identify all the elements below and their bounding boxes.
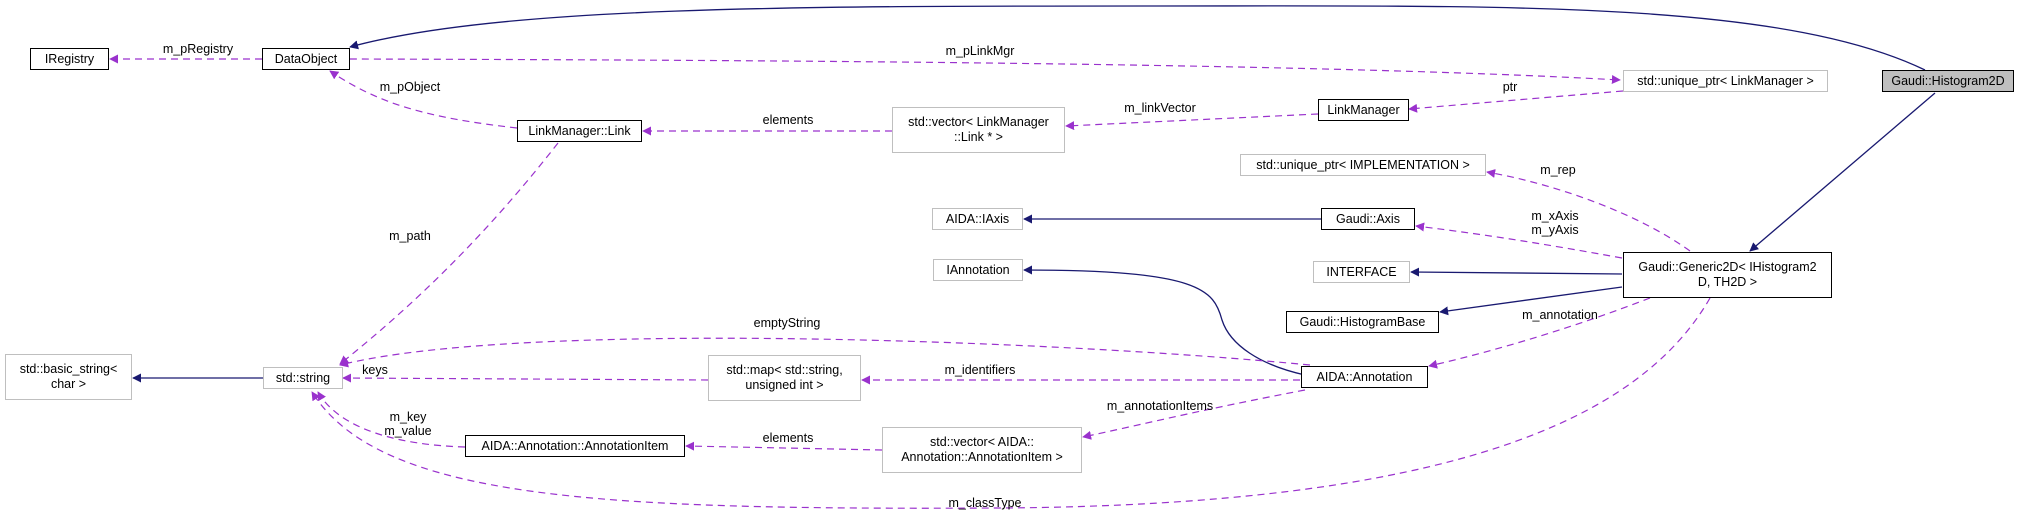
edge-generic2d-to-aida-annotation [1428, 297, 1651, 369]
node-label: LinkManager [1327, 102, 1400, 117]
node-label: std::unique_ptr< IMPLEMENTATION > [1256, 157, 1470, 172]
label-m-xaxis-m-yaxis: m_xAxis m_yAxis [1531, 209, 1579, 237]
node-std-vector-link[interactable]: std::vector< LinkManager ::Link * > [892, 107, 1065, 153]
node-iannotation[interactable]: IAnnotation [933, 259, 1023, 281]
edge-generic2d-to-gaudi-axis [1415, 222, 1623, 259]
node-std-unique-ptr-linkmanager[interactable]: std::unique_ptr< LinkManager > [1623, 70, 1828, 92]
node-label: AIDA::Annotation::AnnotationItem [481, 438, 669, 453]
label-m-pobject: m_pObject [379, 80, 441, 94]
node-label: LinkManager::Link [528, 123, 631, 138]
edge-generic2d-to-string-classtype [311, 297, 1711, 509]
node-label: std::basic_string< char > [19, 362, 118, 391]
node-label: DataObject [274, 51, 338, 66]
node-label: AIDA::IAxis [945, 211, 1010, 226]
node-std-vector-annotation-item[interactable]: std::vector< AIDA:: Annotation::Annotati… [882, 427, 1082, 473]
node-std-unique-ptr-implementation[interactable]: std::unique_ptr< IMPLEMENTATION > [1240, 154, 1486, 176]
edge-link-to-dataobject [329, 70, 518, 129]
node-dataobject[interactable]: DataObject [262, 48, 350, 70]
node-aida-iaxis[interactable]: AIDA::IAxis [932, 208, 1023, 230]
label-elements-item: elements [762, 431, 814, 445]
node-label: Gaudi::HistogramBase [1299, 314, 1426, 329]
node-std-basic-string[interactable]: std::basic_string< char > [5, 354, 132, 400]
label-emptystring: emptyString [753, 316, 821, 330]
edge-generic2d-to-unique-ptr-impl [1486, 168, 1691, 252]
label-m-identifiers: m_identifiers [944, 363, 1016, 377]
node-gaudi-generic2d[interactable]: Gaudi::Generic2D< IHistogram2 D, TH2D > [1623, 252, 1832, 298]
edge-linkmanager-to-vector-link [1065, 113, 1319, 131]
node-interface[interactable]: INTERFACE [1313, 261, 1410, 283]
edge-annotation-item-to-string [317, 391, 466, 448]
label-m-rep: m_rep [1540, 163, 1576, 177]
node-label: std::map< std::string, unsigned int > [726, 363, 843, 392]
node-label: std::unique_ptr< LinkManager > [1637, 73, 1814, 88]
label-m-annotationitems: m_annotationItems [1106, 399, 1214, 413]
label-elements-link: elements [762, 113, 814, 127]
label-m-path: m_path [389, 229, 431, 243]
label-m-annotation: m_annotation [1522, 308, 1598, 322]
node-label: std::vector< AIDA:: Annotation::Annotati… [901, 435, 1063, 464]
node-label: IRegistry [44, 51, 95, 66]
edge-map-string-to-string [342, 373, 709, 383]
edge-dataobject-to-unique-ptr-linkmgr [349, 58, 1621, 85]
edge-aida-annotation-to-iannotation [1023, 265, 1306, 376]
label-m-classtype: m_classType [948, 496, 1022, 510]
edge-vector-annotation-item-to-annotation-item [685, 441, 883, 451]
node-label: INTERFACE [1326, 264, 1397, 279]
node-gaudi-histogram2d[interactable]: Gaudi::Histogram2D [1882, 70, 2014, 92]
edge-histogram2d-to-dataobject [349, 5, 1926, 71]
node-label: AIDA::Annotation [1316, 369, 1413, 384]
node-gaudi-axis[interactable]: Gaudi::Axis [1321, 208, 1415, 230]
label-ptr: ptr [1502, 80, 1518, 94]
node-label: std::vector< LinkManager ::Link * > [908, 115, 1049, 144]
label-m-plinkmgr: m_pLinkMgr [945, 44, 1015, 58]
edge-generic2d-to-interface [1410, 267, 1623, 277]
node-std-map-string[interactable]: std::map< std::string, unsigned int > [708, 355, 861, 401]
node-iregistry[interactable]: IRegistry [30, 48, 109, 70]
edge-aida-annotation-to-vector-annotation-item [1082, 389, 1306, 440]
label-m-linkvector: m_linkVector [1124, 101, 1196, 115]
edge-link-to-string [339, 142, 559, 365]
edge-histogram2d-to-generic2d [1749, 92, 1936, 252]
label-keys: keys [362, 363, 388, 377]
label-m-pregistry: m_pRegistry [162, 42, 234, 56]
edge-generic2d-to-histogrambase [1439, 286, 1623, 316]
node-gaudi-histogrambase[interactable]: Gaudi::HistogramBase [1286, 311, 1439, 333]
node-label: Gaudi::Histogram2D [1891, 73, 2005, 88]
label-m-key-m-value: m_key m_value [384, 410, 432, 438]
node-std-string[interactable]: std::string [263, 367, 343, 389]
node-label: IAnnotation [946, 262, 1010, 277]
node-label: Gaudi::Axis [1336, 211, 1400, 226]
node-label: std::string [275, 370, 331, 385]
node-aida-annotation-item[interactable]: AIDA::Annotation::AnnotationItem [465, 435, 685, 457]
node-linkmanager-link[interactable]: LinkManager::Link [517, 120, 642, 142]
node-aida-annotation[interactable]: AIDA::Annotation [1301, 366, 1428, 388]
node-label: Gaudi::Generic2D< IHistogram2 D, TH2D > [1638, 260, 1817, 289]
node-linkmanager[interactable]: LinkManager [1318, 99, 1409, 121]
